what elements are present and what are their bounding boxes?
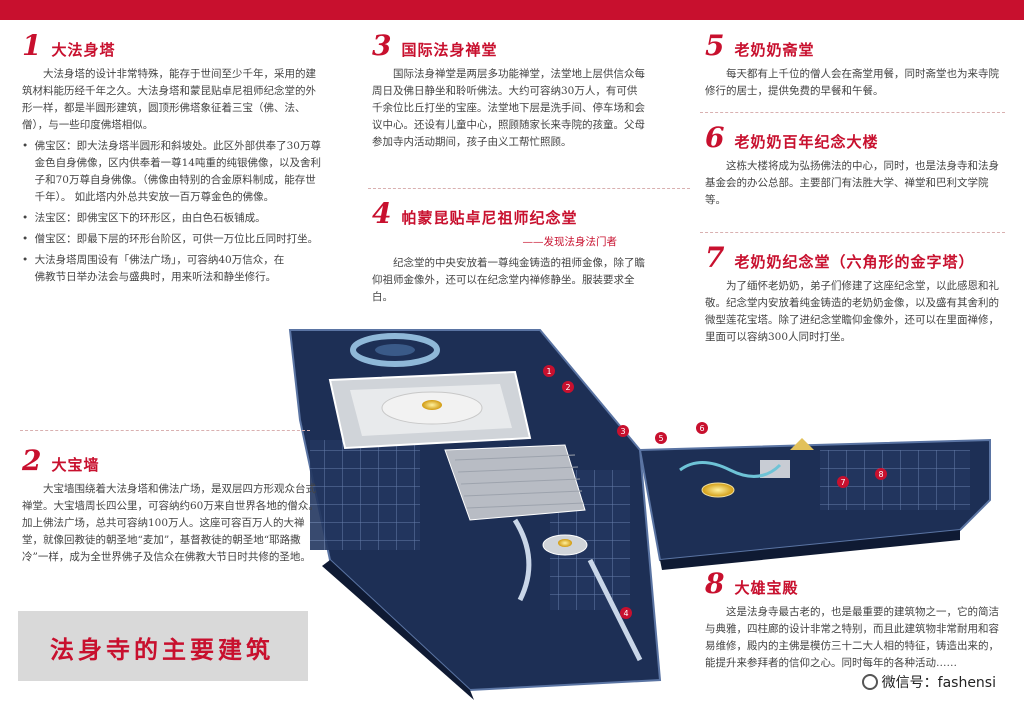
section-number: 2: [22, 444, 42, 477]
watermark-text: 微信号：fashensi: [881, 675, 996, 691]
section-8: 8 大雄宝殿 这是法身寺最古老的，也是最重要的建筑物之一，它的简洁与典雅，四柱廊…: [705, 570, 1005, 672]
section-title: 大宝墙: [51, 456, 100, 474]
section-title: 老奶奶斋堂: [734, 41, 815, 59]
divider: [20, 430, 310, 431]
map-marker-1[interactable]: [543, 365, 555, 377]
divider: [368, 188, 690, 189]
section-3: 3 国际法身禅堂 国际法身禅堂是两层多功能禅堂，法堂地上层供信众每周日及佛日静坐…: [372, 32, 647, 151]
main-title: 法身寺的主要建筑: [50, 635, 274, 664]
svg-text:4: 4: [623, 609, 628, 618]
section-paragraph: 这是法身寺最古老的，也是最重要的建筑物之一，它的简洁与典雅，四柱廊的设计非常之特…: [705, 606, 999, 669]
divider: [700, 112, 1005, 113]
section-title: 国际法身禅堂: [401, 41, 498, 59]
section-subtitle: ——发现法身法门者: [522, 236, 618, 248]
section-paragraph: 国际法身禅堂是两层多功能禅堂，法堂地上层供信众每周日及佛日静坐和聆听佛法。大约可…: [372, 68, 645, 148]
wechat-icon: [861, 674, 878, 690]
section-number: 6: [705, 121, 725, 154]
svg-text:8: 8: [878, 470, 883, 479]
map-side-face: [322, 560, 474, 700]
section-number: 7: [705, 241, 725, 274]
map-marker-5[interactable]: [655, 432, 667, 444]
section-paragraph: 这栋大楼将成为弘扬佛法的中心，同时，也是法身寺和法身基金会的办公总部。主要部门有…: [705, 160, 999, 206]
title-band: [18, 611, 308, 681]
section-title: 大雄宝殿: [734, 579, 799, 597]
map-marker-6[interactable]: [696, 422, 708, 434]
section-1: 1 大法身塔 大法身塔的设计非常特殊，能存于世间至少千年，采用的建筑材料能历经千…: [22, 32, 322, 286]
wechat-watermark: 微信号：fashensi: [855, 670, 1002, 694]
section-title: 老奶奶纪念堂（六角形的金字塔）: [734, 253, 975, 271]
divider: [700, 232, 1005, 233]
map-top-ring: [350, 333, 440, 367]
section-number: 1: [22, 29, 42, 62]
bullet-item: 佛宝区：即大法身塔半圆形和斜坡处。此区外部供奉了30万尊金色自身佛像，区内供奉着…: [22, 138, 322, 206]
map-marker-4[interactable]: [620, 607, 632, 619]
section-2: 2 大宝墙 大宝墙围绕着大法身塔和佛法广场，是双层四方形观众台式禅堂。大宝墙周长…: [22, 447, 322, 566]
map-assembly-hall: [444, 444, 586, 521]
svg-text:1: 1: [546, 367, 551, 376]
map-marker-3[interactable]: [617, 425, 629, 437]
section-number: 3: [372, 29, 392, 62]
bullet-item: 僧宝区：即最下层的环形台阶区，可供一万位比丘同时打坐。: [22, 231, 322, 248]
map-marker-7[interactable]: [837, 476, 849, 488]
bullet-item: 法宝区：即佛宝区下的环形区，由白色石板铺成。: [22, 210, 322, 227]
svg-text:3: 3: [620, 427, 625, 436]
section-paragraph: 大宝墙围绕着大法身塔和佛法广场，是双层四方形观众台式禅堂。大宝墙周长四公里，可容…: [22, 483, 319, 563]
svg-text:7: 7: [840, 478, 845, 487]
svg-text:5: 5: [658, 434, 663, 443]
map-golden-ring: [701, 482, 735, 498]
section-number: 4: [372, 197, 392, 230]
map-side-face-right: [660, 530, 960, 570]
section-title: 大法身塔: [51, 41, 116, 59]
map-grid-area: [310, 440, 420, 550]
map-marker-2[interactable]: [562, 381, 574, 393]
svg-text:2: 2: [565, 383, 570, 392]
section-title: 老奶奶百年纪念大楼: [734, 133, 879, 151]
section-5: 5 老奶奶斋堂 每天都有上千位的僧人会在斋堂用餐，同时斋堂也为来寺院修行的居士，…: [705, 32, 1005, 100]
section-paragraph: 每天都有上千位的僧人会在斋堂用餐，同时斋堂也为来寺院修行的居士，提供免费的早餐和…: [705, 68, 999, 97]
section-paragraph: 为了缅怀老奶奶，弟子们修建了这座纪念堂，以此感恩和礼敬。纪念堂内安放着纯金铸造的…: [705, 280, 999, 343]
section-number: 5: [705, 29, 725, 62]
section-paragraph: 大法身塔的设计非常特殊，能存于世间至少千年，采用的建筑材料能历经千年之久。大法身…: [22, 68, 316, 131]
section-paragraph: 纪念堂的中央安放着一尊纯金铸造的祖师金像，除了瞻仰祖师金像外，还可以在纪念堂内禅…: [372, 257, 645, 303]
section-number: 8: [705, 567, 725, 600]
top-red-bar: [0, 0, 1024, 20]
map-markers: 1 2 3 4 5 6 7 8: [543, 365, 887, 619]
section-4: 4 帕蒙昆贴卓尼祖师纪念堂 ——发现法身法门者 纪念堂的中央安放着一尊纯金铸造的…: [372, 200, 647, 306]
bullet-item: 大法身塔周围设有「佛法广场」，可容纳40万信众，在佛教节日举办法会与盛典时，用来…: [22, 252, 285, 286]
map-marker-8[interactable]: [875, 468, 887, 480]
section-title: 帕蒙昆贴卓尼祖师纪念堂: [401, 209, 578, 227]
section-7: 7 老奶奶纪念堂（六角形的金字塔） 为了缅怀老奶奶，弟子们修建了这座纪念堂，以此…: [705, 244, 1005, 346]
svg-text:6: 6: [699, 424, 704, 433]
section-6: 6 老奶奶百年纪念大楼 这栋大楼将成为弘扬佛法的中心，同时，也是法身寺和法身基金…: [705, 124, 1005, 209]
map-pyramid: [790, 438, 814, 450]
